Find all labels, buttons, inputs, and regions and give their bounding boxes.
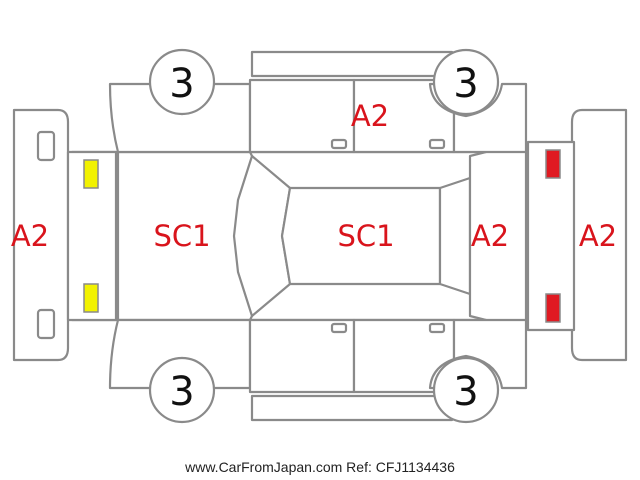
rear-light-top	[545, 149, 561, 179]
code-front-bumper: A2	[11, 219, 49, 253]
rear-light-bottom	[545, 293, 561, 323]
tire-front-top	[148, 48, 216, 116]
code-upper-side: A2	[351, 99, 389, 133]
rear-window	[438, 176, 472, 296]
front-bumper-marker-bottom	[36, 308, 56, 340]
front-bumper	[12, 108, 70, 362]
code-hood: SC1	[153, 219, 210, 253]
code-rear-glass: A2	[471, 219, 509, 253]
tire-front-top-number: 3	[169, 61, 194, 107]
upper-side-step	[250, 50, 454, 78]
front-light-bottom	[83, 283, 99, 313]
code-roof: SC1	[337, 219, 394, 253]
upper-front-handle	[330, 138, 348, 150]
rear-light-panel	[526, 140, 576, 332]
tire-rear-bottom-number: 3	[453, 369, 478, 415]
rear-bumper	[570, 108, 628, 362]
upper-rear-handle	[428, 138, 446, 150]
front-light-top	[83, 159, 99, 189]
lower-side-step	[250, 394, 454, 422]
front-bumper-marker-top	[36, 130, 56, 162]
roof	[280, 186, 442, 286]
tire-front-bottom	[148, 356, 216, 424]
code-rear-bumper: A2	[579, 219, 617, 253]
watermark: www.CarFromJapan.com Ref: CFJ1134436	[185, 459, 455, 475]
tire-rear-top	[432, 48, 500, 116]
tire-rear-bottom	[432, 356, 500, 424]
lower-front-handle	[330, 322, 348, 334]
tire-front-bottom-number: 3	[169, 369, 194, 415]
tire-rear-top-number: 3	[453, 61, 478, 107]
lower-rear-handle	[428, 322, 446, 334]
